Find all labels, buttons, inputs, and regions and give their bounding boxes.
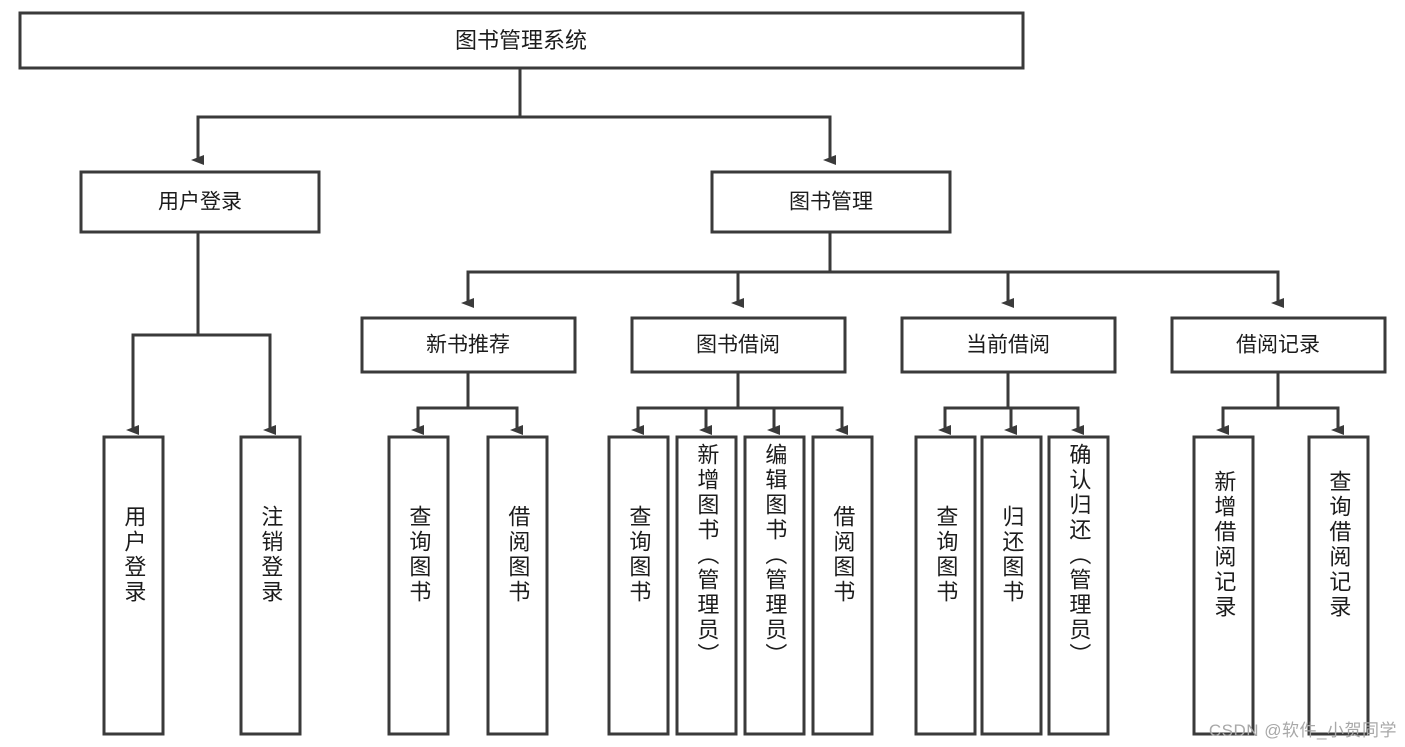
node-book-borrow[interactable]: 图书借阅	[630, 316, 847, 374]
node-leaf-br-query-record-box[interactable]	[1307, 435, 1370, 736]
node-user-login-label: 用户登录	[158, 191, 242, 214]
node-borrow-record-label: 借阅记录	[1236, 334, 1320, 357]
node-current-borrow-box	[900, 316, 1117, 374]
node-current-borrow[interactable]: 当前借阅	[900, 316, 1117, 374]
connector-group-current-borrow	[938, 370, 1084, 435]
node-leaf-bb-borrow-book-box[interactable]	[811, 435, 874, 736]
node-root-label: 图书管理系统	[455, 28, 587, 53]
node-leaf-bb-add-book-box[interactable]	[675, 435, 738, 736]
connector-group-new-book	[411, 370, 523, 435]
node-leaf-bb-query-book-box[interactable]	[607, 435, 670, 736]
node-book-management-label: 图书管理	[789, 191, 873, 214]
node-root-box	[18, 11, 1025, 70]
connector-group-user-login	[126, 230, 276, 435]
node-book-management-box	[710, 170, 952, 234]
node-book-borrow-label: 图书借阅	[696, 334, 780, 357]
node-borrow-record-box	[1170, 316, 1387, 374]
watermark: CSDN @软件_小贺同学	[1208, 721, 1397, 740]
node-leaf-nb-query-book-box[interactable]	[387, 435, 450, 736]
node-leaf-cb-query-book-box[interactable]	[914, 435, 977, 736]
connector-group-borrow-record	[1216, 370, 1344, 435]
connector-group-root	[191, 66, 836, 165]
node-user-login[interactable]: 用户登录	[79, 170, 321, 234]
node-new-book-recommend[interactable]: 新书推荐	[360, 316, 577, 374]
node-current-borrow-label: 当前借阅	[966, 334, 1050, 357]
node-leaf-bb-edit-book-box[interactable]	[743, 435, 806, 736]
node-root[interactable]: 图书管理系统	[18, 11, 1025, 70]
node-leaf-logout-box[interactable]	[239, 435, 302, 736]
node-book-management[interactable]: 图书管理	[710, 170, 952, 234]
node-new-book-recommend-label: 新书推荐	[426, 334, 510, 357]
connector-group-book-mgmt	[461, 230, 1284, 308]
node-new-book-recommend-box	[360, 316, 577, 374]
node-leaf-br-add-record-box[interactable]	[1192, 435, 1255, 736]
node-leaf-user-login-box[interactable]	[102, 435, 165, 736]
node-leaf-nb-borrow-book-box[interactable]	[486, 435, 549, 736]
node-user-login-box	[79, 170, 321, 234]
connector-group-book-borrow	[631, 370, 848, 435]
node-borrow-record[interactable]: 借阅记录	[1170, 316, 1387, 374]
node-leaf-cb-return-book-box[interactable]	[980, 435, 1043, 736]
node-leaf-cb-confirm-return-box[interactable]	[1047, 435, 1110, 736]
node-book-borrow-box	[630, 316, 847, 374]
